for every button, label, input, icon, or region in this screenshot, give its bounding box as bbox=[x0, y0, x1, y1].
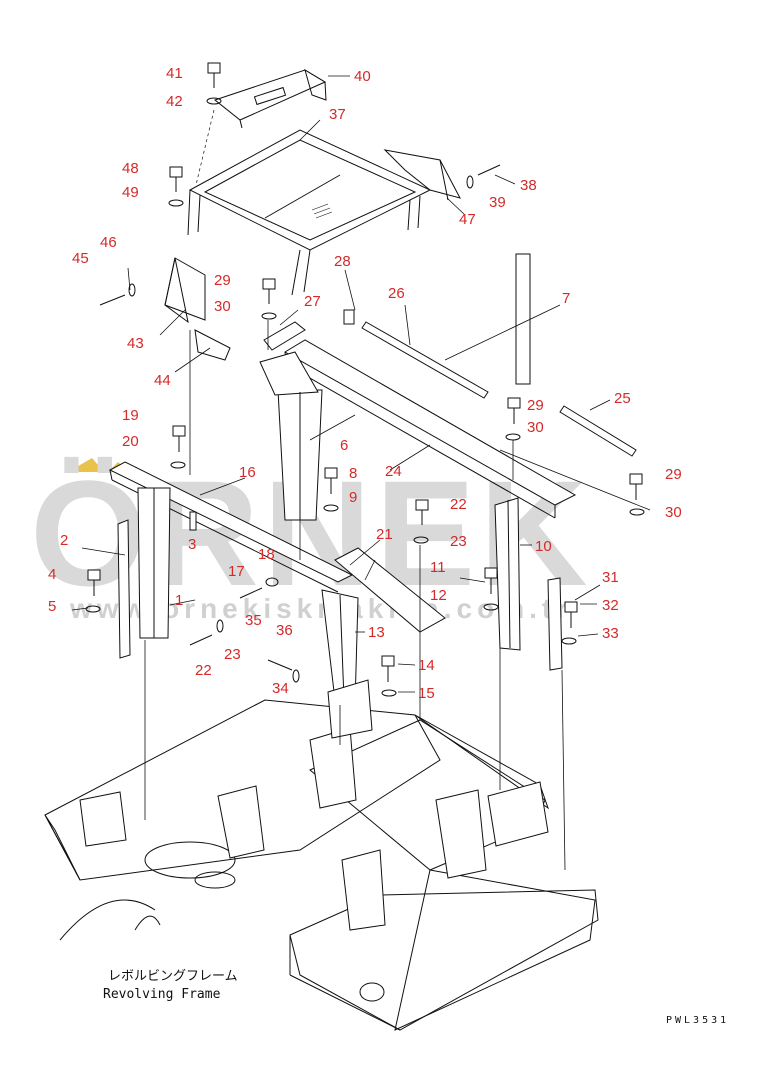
callout-labels: 41 42 40 37 48 49 38 39 47 46 45 29 28 2… bbox=[48, 65, 682, 702]
callout-number: 44 bbox=[154, 372, 171, 389]
rod-25 bbox=[559, 405, 637, 457]
callout-number: 42 bbox=[166, 93, 183, 110]
callout-number: 35 bbox=[245, 612, 262, 629]
callout-number: 23 bbox=[450, 533, 467, 550]
callout-number: 2 bbox=[60, 532, 68, 549]
callout-number: 33 bbox=[602, 625, 619, 642]
top-cover-assembly bbox=[164, 68, 461, 361]
callout-number: 3 bbox=[188, 536, 196, 553]
callout-number: 15 bbox=[418, 685, 435, 702]
callout-number: 29 bbox=[214, 272, 231, 289]
callout-number: 26 bbox=[388, 285, 405, 302]
assembly-lines bbox=[144, 109, 566, 871]
callout-number: 11 bbox=[430, 559, 446, 576]
callout-number: 8 bbox=[349, 465, 357, 482]
callout-number: 32 bbox=[602, 597, 619, 614]
callout-number: 41 bbox=[166, 65, 183, 82]
block-28 bbox=[343, 309, 355, 325]
callout-number: 43 bbox=[127, 335, 144, 352]
callout-number: 29 bbox=[527, 397, 544, 414]
callout-number: 22 bbox=[450, 496, 467, 513]
callout-number: 34 bbox=[272, 680, 289, 697]
callout-number: 21 bbox=[376, 526, 393, 543]
vertical-bar bbox=[515, 253, 531, 385]
callout-number: 16 bbox=[239, 464, 256, 481]
callout-number: 37 bbox=[329, 106, 346, 123]
callout-number: 9 bbox=[349, 489, 357, 506]
cover-strip bbox=[194, 329, 231, 361]
callout-number: 30 bbox=[527, 419, 544, 436]
callout-number: 28 bbox=[334, 253, 351, 270]
top-frame bbox=[188, 129, 432, 251]
cover-plate bbox=[213, 69, 327, 121]
bar-31 bbox=[547, 577, 563, 671]
callout-number: 40 bbox=[354, 68, 371, 85]
callout-number: 19 bbox=[122, 407, 139, 424]
callout-number: 45 bbox=[72, 250, 89, 267]
callout-number: 4 bbox=[48, 566, 56, 583]
flat-bar bbox=[117, 519, 131, 659]
watermark-accent-mark bbox=[68, 458, 104, 472]
callout-number: 23 bbox=[224, 646, 241, 663]
post-10 bbox=[494, 497, 521, 651]
pin-3 bbox=[189, 511, 197, 531]
callout-number: 25 bbox=[614, 390, 631, 407]
rod-26 bbox=[361, 321, 489, 399]
callout-number: 47 bbox=[459, 211, 476, 228]
callout-number: 13 bbox=[368, 624, 385, 641]
callout-number: 48 bbox=[122, 160, 139, 177]
callout-number: 38 bbox=[520, 177, 537, 194]
callout-number: 36 bbox=[276, 622, 293, 639]
drawing-code: PWL3531 bbox=[666, 1015, 729, 1026]
callout-number: 14 bbox=[418, 657, 435, 674]
callout-number: 31 bbox=[602, 569, 619, 586]
bolts bbox=[85, 62, 645, 697]
plate-21 bbox=[334, 547, 446, 633]
callout-number: 39 bbox=[489, 194, 506, 211]
callout-number: 49 bbox=[122, 184, 139, 201]
block-27 bbox=[263, 321, 306, 351]
callout-number: 18 bbox=[258, 546, 275, 563]
callout-number: 46 bbox=[100, 234, 117, 251]
callout-number: 6 bbox=[340, 437, 348, 454]
side-bracket bbox=[383, 149, 461, 199]
callout-number: 30 bbox=[665, 504, 682, 521]
callout-number: 20 bbox=[122, 433, 139, 450]
middle-frame-structure bbox=[108, 253, 637, 706]
callout-number: 17 bbox=[228, 563, 245, 580]
callout-number: 30 bbox=[214, 298, 231, 315]
callout-number: 10 bbox=[535, 538, 552, 555]
callout-number: 22 bbox=[195, 662, 212, 679]
callout-number: 29 bbox=[665, 466, 682, 483]
caption-english: Revolving Frame bbox=[103, 987, 221, 1002]
callout-number: 5 bbox=[48, 598, 56, 615]
revolving-frame bbox=[44, 679, 599, 1031]
caption-japanese: レボルビングフレーム bbox=[108, 969, 238, 984]
side-cover bbox=[164, 257, 206, 321]
callout-leaders bbox=[71, 75, 651, 693]
callout-number: 12 bbox=[430, 587, 447, 604]
callout-number: 27 bbox=[304, 293, 321, 310]
cross-beam bbox=[284, 339, 577, 506]
callout-number: 1 bbox=[175, 592, 183, 609]
callout-number: 24 bbox=[385, 463, 402, 480]
callout-number: 7 bbox=[562, 290, 570, 307]
